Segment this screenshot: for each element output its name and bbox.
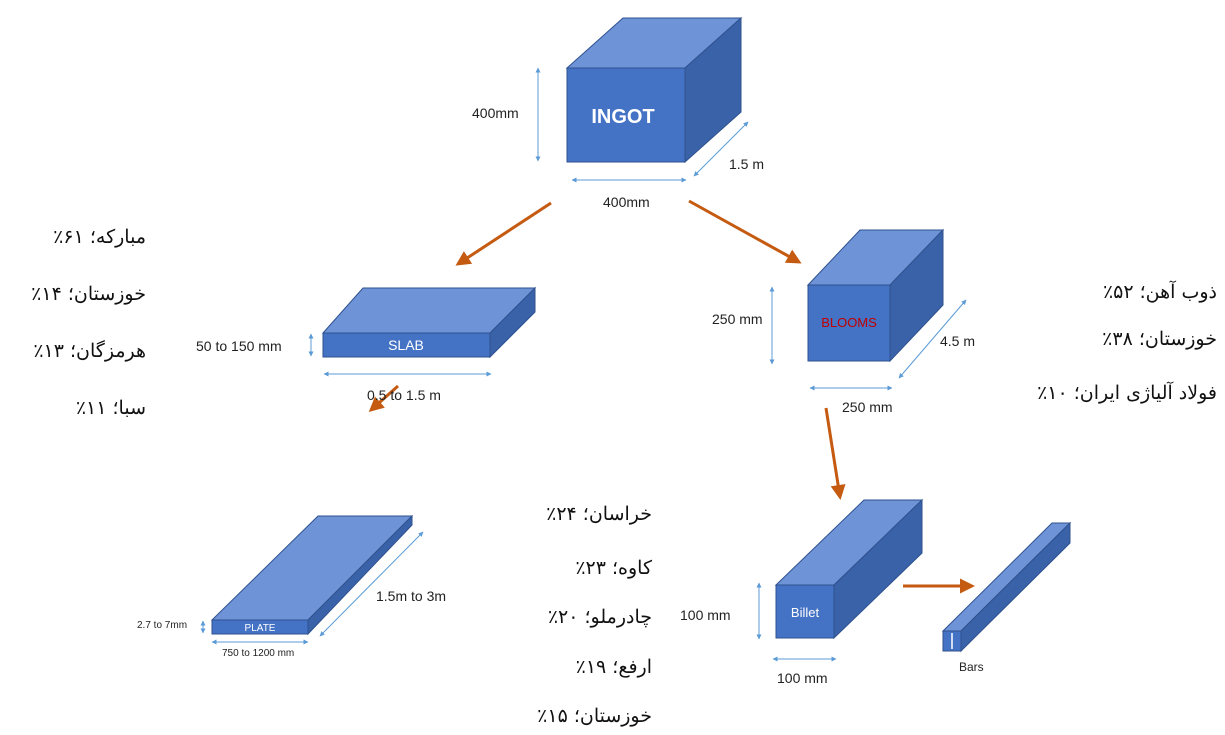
billet-label: Billet xyxy=(791,605,820,620)
plate-box: PLATE xyxy=(210,514,414,636)
plate-length-label: 1.5m to 3m xyxy=(376,588,447,604)
billet-box: Billet xyxy=(774,498,924,640)
billet-producer-4: ارفع؛ ۱۹٪ xyxy=(575,656,652,678)
bars-top-face xyxy=(941,522,1072,632)
billet-front-face xyxy=(775,584,835,639)
billet-height-label: 100 mm xyxy=(680,607,731,623)
ingot-box: INGOT xyxy=(565,16,743,164)
bloom-producer-1: ذوب آهن؛ ۵۲٪ xyxy=(1102,281,1217,303)
bloom-producer-2: خوزستان؛ ۳۸٪ xyxy=(1102,328,1217,350)
arrow-ingot-to-slab xyxy=(455,201,552,266)
ingot-length-label: 1.5 m xyxy=(729,156,765,172)
dimension-lines xyxy=(200,67,967,662)
slab-thickness-label: 50 to 150 mm xyxy=(196,338,282,354)
flow-arrows xyxy=(368,199,975,594)
ingot-label: INGOT xyxy=(591,106,654,128)
billet-producer-5: خوزستان؛ ۱۵٪ xyxy=(537,705,652,727)
slab-label: SLAB xyxy=(388,337,424,353)
billet-producer-2: کاوه؛ ۲۳٪ xyxy=(575,557,652,579)
arrow-slab-to-plate xyxy=(368,384,399,412)
slab-producer-1: مبارکه؛ ۶۱٪ xyxy=(53,226,146,248)
bars-box xyxy=(941,521,1072,653)
plate-thickness-label: 2.7 to 7mm xyxy=(137,620,188,631)
blooms-length-dim xyxy=(898,299,967,379)
blooms-front-face xyxy=(807,284,891,362)
blooms-length-label: 4.5 m xyxy=(940,333,976,349)
slab-producer-4: سبا؛ ۱۱٪ xyxy=(75,397,146,419)
ingot-length-dim xyxy=(693,121,749,177)
ingot-width-label: 400mm xyxy=(603,194,650,210)
billet-width-label: 100 mm xyxy=(777,670,828,686)
billet-producer-3: چادرملو؛ ۲۰٪ xyxy=(547,606,652,628)
plate-label: PLATE xyxy=(245,623,276,634)
ingot-front-face xyxy=(566,67,686,163)
bloom-producer-3: فولاد آلیاژی ایران؛ ۱۰٪ xyxy=(1037,382,1217,404)
plate-length-dim xyxy=(319,531,424,637)
blooms-width-label: 250 mm xyxy=(842,399,893,415)
slab-box: SLAB xyxy=(321,286,537,359)
blooms-box: BLOOMS xyxy=(806,228,945,363)
blooms-label: BLOOMS xyxy=(821,315,877,330)
bars-side-face xyxy=(960,521,1071,653)
arrow-ingot-to-blooms xyxy=(688,199,802,264)
arrow-blooms-to-billet xyxy=(824,407,846,500)
plate-width-label: 750 to 1200 mm xyxy=(222,648,295,659)
billet-producer-1: خراسان؛ ۲۴٪ xyxy=(546,503,652,525)
ingot-height-label: 400mm xyxy=(472,105,519,121)
blooms-height-label: 250 mm xyxy=(712,311,763,327)
plate-front-face xyxy=(211,619,309,635)
slab-producer-3: هرمزگان؛ ۱۳٪ xyxy=(33,340,146,362)
slab-width-label: 0.5 to 1.5 m xyxy=(367,387,441,403)
slab-producer-2: خوزستان؛ ۱۴٪ xyxy=(31,283,146,305)
slab-front-face xyxy=(322,332,491,358)
bars-label: Bars xyxy=(959,660,984,674)
plate-top-face xyxy=(210,515,414,621)
